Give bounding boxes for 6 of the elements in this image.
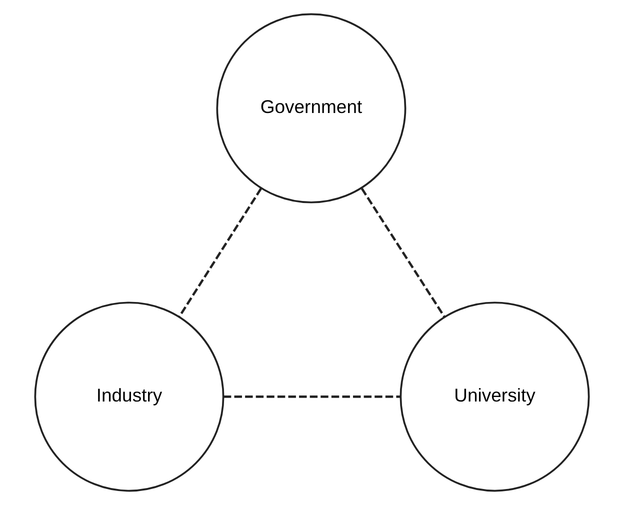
connector — [222, 396, 400, 398]
connector — [360, 188, 445, 318]
connector — [178, 188, 262, 318]
node-circle: Industry — [34, 302, 224, 492]
node-circle: Government — [216, 13, 406, 204]
node-circle: University — [399, 302, 590, 492]
